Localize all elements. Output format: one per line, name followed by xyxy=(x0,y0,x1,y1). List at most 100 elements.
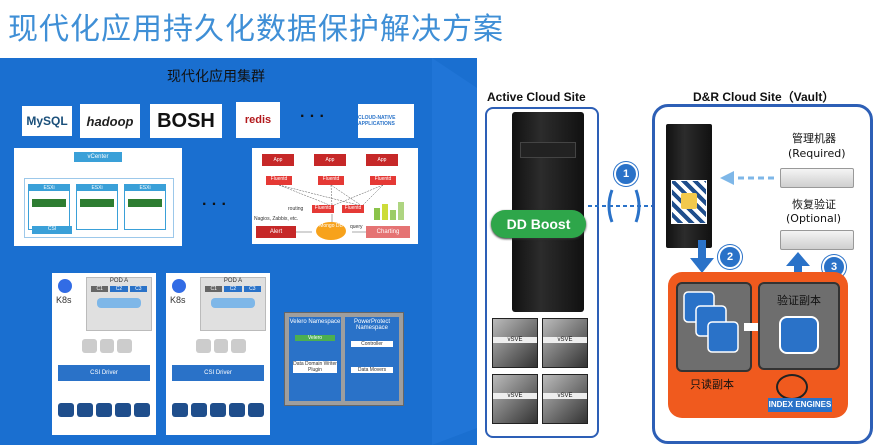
up-arrow xyxy=(786,252,810,277)
page-title: 现代化应用持久化数据保护解决方案 xyxy=(8,12,504,47)
velero-namespace: Velero Namespace Velero Data Domain Writ… xyxy=(289,317,341,401)
dashed-arrow xyxy=(720,171,774,185)
verify-sub-label: (Optional) xyxy=(786,212,842,225)
routing-label: routing xyxy=(288,206,304,212)
k8s-panel: K8s POD A C1 C2 C3 CSI Driver xyxy=(52,273,156,435)
cluster-title: 现代化应用集群 xyxy=(167,69,265,85)
container: C1 xyxy=(205,286,223,292)
powerprotect-namespace: PowerProtect Namespace Controller Data M… xyxy=(345,317,399,401)
pod-label: POD A xyxy=(109,278,129,284)
vm-label: vSVE xyxy=(543,337,587,343)
fluentd-box: Fluentd xyxy=(342,205,364,213)
mongo-db: Mongo DB xyxy=(316,222,346,240)
vm-label: vSVE xyxy=(493,337,537,343)
container: C3 xyxy=(129,286,147,292)
query-label: query xyxy=(350,224,363,230)
hadoop-logo: hadoop xyxy=(80,104,140,138)
k8s-label: K8s xyxy=(170,295,186,305)
csi-driver: CSI Driver xyxy=(58,365,150,381)
nagios-label: Nagios, Zabbix, etc. xyxy=(254,216,299,222)
pod-box: POD A C1 C2 C3 xyxy=(86,277,152,331)
esxi-label: ESXi xyxy=(29,185,69,191)
volume-group xyxy=(196,339,247,353)
mgmt-label: 管理机器 xyxy=(792,132,836,145)
velero-namespace-title: Velero Namespace xyxy=(289,319,341,325)
controller-box: Controller xyxy=(351,341,393,347)
active-site-label: Active Cloud Site xyxy=(487,90,586,104)
pod-box: POD A C1 C2 C3 xyxy=(200,277,266,331)
mgmt-sub-label: (Required) xyxy=(788,147,846,160)
fluentd-box: Fluentd xyxy=(370,176,396,185)
readonly-label: 只读副本 xyxy=(690,378,734,391)
vm-label: vSVE xyxy=(543,393,587,399)
readonly-copy-box xyxy=(676,282,752,372)
volume-group xyxy=(82,339,133,353)
down-arrow xyxy=(690,240,714,273)
verify-label: 恢复验证 xyxy=(792,198,836,211)
alert-box: Alert xyxy=(256,226,296,238)
step-1-badge: 1 xyxy=(614,162,638,186)
index-engines-label: INDEX ENGINES xyxy=(768,398,832,412)
fluentd-box: Fluentd xyxy=(266,176,292,185)
database-icon xyxy=(779,316,819,354)
esxi-host: ESXi xyxy=(76,184,118,230)
esxi-host: ESXi xyxy=(124,184,166,230)
lock-icon xyxy=(671,180,707,224)
app-box: App xyxy=(262,154,294,166)
vm-block xyxy=(128,199,162,207)
bosh-logo: BOSH xyxy=(150,104,222,138)
docker-icon xyxy=(97,298,141,308)
middle-ellipsis: · · · xyxy=(202,196,227,213)
container: C3 xyxy=(243,286,261,292)
database-stack-icon xyxy=(683,291,739,353)
app-box: App xyxy=(366,154,398,166)
container: C1 xyxy=(91,286,109,292)
vm-icon: vSVE xyxy=(492,374,538,424)
fluentd-box: Fluentd xyxy=(312,205,334,213)
verify-server xyxy=(780,230,854,250)
verify-copy-box: 验证副本 xyxy=(758,282,840,370)
esxi-label: ESXi xyxy=(125,185,165,191)
esxi-host: ESXi xyxy=(28,184,70,230)
cloud-native-logo: CLOUD-NATIVE APPLICATIONS xyxy=(358,104,414,138)
step-2-badge: 2 xyxy=(718,245,742,269)
kubernetes-icon xyxy=(58,279,72,293)
app-flow-panel: App App App Fluentd Fluentd Fluentd rout… xyxy=(252,148,418,244)
flow-lines xyxy=(278,184,384,233)
vm-icon: vSVE xyxy=(492,318,538,368)
vault-site-label: D&R Cloud Site（Vault） xyxy=(693,90,835,104)
kubernetes-icon xyxy=(172,279,186,293)
vcenter-panel: vCenter ESXi ESXi ESXi CSI xyxy=(14,148,182,246)
pod-label: POD A xyxy=(223,278,243,284)
charting-box: Charting xyxy=(366,226,410,238)
index-engines-icon xyxy=(776,374,808,400)
mysql-logo: MySQL xyxy=(22,106,72,136)
docker-icon xyxy=(211,298,255,308)
app-box: App xyxy=(314,154,346,166)
cluster-wedge xyxy=(432,58,477,445)
verify-copy-label: 验证副本 xyxy=(777,294,821,307)
k8s-label: K8s xyxy=(56,295,72,305)
vcenter-header: vCenter xyxy=(74,152,122,162)
csi-label: CSI xyxy=(32,226,72,234)
vm-block xyxy=(80,199,114,207)
host-group xyxy=(24,178,174,238)
movers-box: Data Movers xyxy=(351,367,393,373)
velero-panel: Velero Namespace Velero Data Domain Writ… xyxy=(284,312,404,406)
velero-box: Velero xyxy=(295,335,335,341)
disk-row xyxy=(172,403,264,417)
plugin-box: Data Domain Writer Plugin xyxy=(293,361,337,373)
vm-label: vSVE xyxy=(493,393,537,399)
redis-logo: redis xyxy=(236,102,280,138)
disk-row xyxy=(58,403,150,417)
fluentd-box: Fluentd xyxy=(318,176,344,185)
chart-icon xyxy=(374,202,404,220)
vm-icon: vSVE xyxy=(542,318,588,368)
container: C2 xyxy=(224,286,242,292)
mgmt-server xyxy=(780,168,854,188)
rack-bezel xyxy=(520,142,576,158)
k8s-panel: K8s POD A C1 C2 C3 CSI Driver xyxy=(166,273,270,435)
esxi-label: ESXi xyxy=(77,185,117,191)
container: C2 xyxy=(110,286,128,292)
dd-boost-badge: DD Boost xyxy=(491,210,586,238)
